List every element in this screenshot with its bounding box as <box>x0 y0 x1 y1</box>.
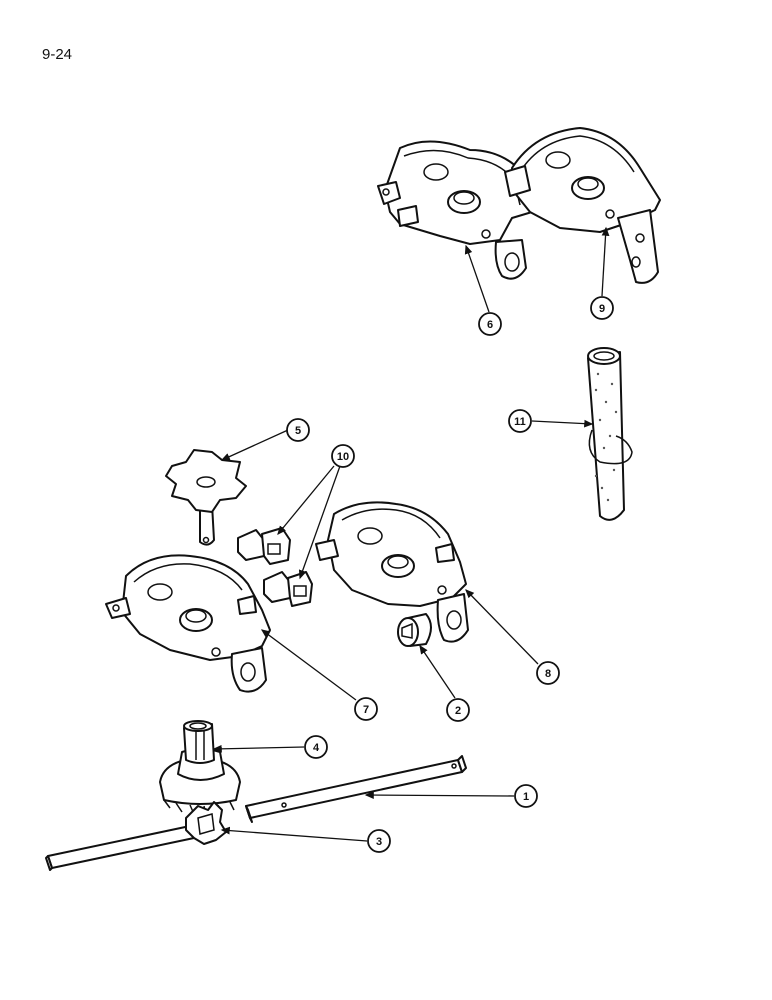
leader-2 <box>419 644 456 699</box>
leader-4 <box>212 744 305 753</box>
callout-7-label: 7 <box>363 704 369 716</box>
gear-housing-6 <box>377 140 533 280</box>
callout-3-label: 3 <box>376 836 382 848</box>
callout-2-label: 2 <box>455 705 461 717</box>
leader-9 <box>601 226 610 297</box>
pinion-shaft-3 <box>45 801 227 871</box>
callout-11-label: 11 <box>514 416 526 428</box>
leader-6 <box>464 244 490 313</box>
gear-housing-7 <box>105 554 271 693</box>
callout-3: 3 <box>367 829 391 853</box>
callout-6: 6 <box>478 312 502 336</box>
bushing-2 <box>397 613 432 647</box>
leader-1 <box>364 791 515 799</box>
callout-8-label: 8 <box>545 668 551 680</box>
leader-7 <box>260 629 357 701</box>
leader-10-a <box>277 465 335 536</box>
callout-5-label: 5 <box>295 425 301 437</box>
square-shaft-1 <box>245 755 467 823</box>
callout-4: 4 <box>304 735 328 759</box>
callout-1: 1 <box>514 784 538 808</box>
leader-8 <box>465 589 539 665</box>
gear-housing-9 <box>504 127 661 284</box>
shaft-tube-11 <box>587 347 633 521</box>
callout-10-label: 10 <box>337 451 349 463</box>
callout-11: 11 <box>508 409 532 433</box>
page-number: 9-24 <box>42 46 73 63</box>
callout-8: 8 <box>536 661 560 685</box>
callout-2: 2 <box>446 698 470 722</box>
callout-10: 10 <box>331 444 355 468</box>
leader-10-b <box>298 465 341 580</box>
bearing-block-10-a <box>237 527 291 565</box>
callout-9: 9 <box>590 296 614 320</box>
bevel-gear-4 <box>159 720 241 816</box>
leader-5 <box>220 429 289 461</box>
gear-housing-8 <box>315 501 469 643</box>
callout-5: 5 <box>286 418 310 442</box>
bearing-block-10-b <box>263 571 313 607</box>
callout-6-label: 6 <box>487 319 493 331</box>
leader-11 <box>531 419 594 428</box>
leader-3 <box>220 826 368 842</box>
callout-9-label: 9 <box>599 303 605 315</box>
callout-7: 7 <box>354 697 378 721</box>
callout-4-label: 4 <box>313 742 320 754</box>
callout-1-label: 1 <box>523 791 529 803</box>
star-wheel-5 <box>165 449 247 546</box>
